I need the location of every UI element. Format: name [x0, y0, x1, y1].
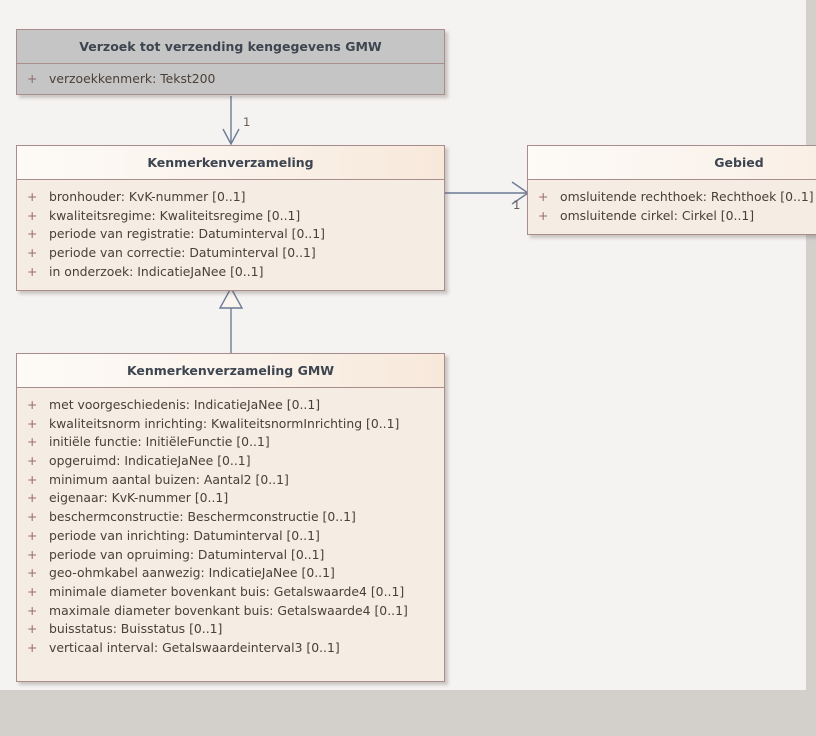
attribute-visibility: +	[27, 189, 38, 204]
uml-class-title: Gebied	[528, 146, 816, 180]
attribute-signature: maximale diameter bovenkant buis: Getals…	[49, 602, 408, 618]
attribute-row: + minimale diameter bovenkant buis: Getal…	[17, 583, 444, 602]
attribute-row: + maximale diameter bovenkant buis: Getal…	[17, 602, 444, 621]
attribute-row: + periode van opruiming: Datuminterval [0…	[17, 546, 444, 565]
attribute-row: + minimum aantal buizen: Aantal2 [0..1]	[17, 471, 444, 490]
uml-class-title: Kenmerkenverzameling GMW	[17, 354, 444, 388]
attribute-row: + buisstatus: Buisstatus [0..1]	[17, 620, 444, 639]
attribute-visibility: +	[538, 189, 549, 204]
attribute-row: + periode van inrichting: Datuminterval […	[17, 527, 444, 546]
uml-class-attributes: + met voorgeschiedenis: IndicatieJaNee [0…	[17, 388, 444, 681]
canvas-right-gutter	[806, 0, 816, 690]
uml-class-attributes: + omsluitende rechthoek: Rechthoek [0..1]…	[528, 180, 816, 234]
attribute-row: + kwaliteitsregime: Kwaliteitsregime [0..…	[17, 207, 444, 226]
attribute-row: + kwaliteitsnorm inrichting: Kwaliteitsno…	[17, 415, 444, 434]
attribute-visibility: +	[27, 397, 38, 412]
attribute-signature: kwaliteitsnorm inrichting: Kwaliteitsnor…	[49, 415, 400, 431]
attribute-signature: kwaliteitsregime: Kwaliteitsregime [0..1…	[49, 207, 301, 223]
attribute-signature: verticaal interval: Getalswaardeinterval…	[49, 639, 340, 655]
uml-class-verzoek[interactable]: Verzoek tot verzending kengegevens GMW +…	[16, 29, 445, 95]
attribute-signature: periode van opruiming: Datuminterval [0.…	[49, 546, 325, 562]
attribute-row: + initiële functie: InitiëleFunctie [0..1…	[17, 433, 444, 452]
attribute-row: + in onderzoek: IndicatieJaNee [0..1]	[17, 263, 444, 282]
attribute-visibility: +	[27, 415, 38, 431]
attribute-visibility: +	[27, 471, 38, 487]
attribute-signature: met voorgeschiedenis: IndicatieJaNee [0.…	[49, 397, 321, 412]
attribute-visibility: +	[27, 263, 38, 279]
connector-generalization-gmw[interactable]	[208, 286, 268, 355]
uml-class-kenmerkenverzameling-gmw[interactable]: Kenmerkenverzameling GMW + met voorgeschi…	[16, 353, 445, 682]
attribute-signature: minimale diameter bovenkant buis: Getals…	[49, 583, 405, 599]
attribute-visibility: +	[27, 71, 38, 86]
attribute-row: + opgeruimd: IndicatieJaNee [0..1]	[17, 452, 444, 471]
attribute-visibility: +	[27, 434, 38, 450]
attribute-signature: in onderzoek: IndicatieJaNee [0..1]	[49, 263, 264, 279]
attribute-visibility: +	[27, 546, 38, 562]
attribute-visibility: +	[538, 207, 549, 223]
attribute-signature: omsluitende cirkel: Cirkel [0..1]	[560, 207, 755, 223]
attribute-row: + periode van registratie: Datuminterval …	[17, 225, 444, 244]
attribute-visibility: +	[27, 565, 38, 581]
multiplicity-gebied-target: 1	[513, 198, 521, 212]
attribute-row: + verticaal interval: Getalswaardeinterva…	[17, 639, 444, 658]
uml-class-attributes: + verzoekkenmerk: Tekst200	[17, 64, 444, 94]
attribute-signature: verzoekkenmerk: Tekst200	[49, 71, 216, 86]
uml-class-title: Kenmerkenverzameling	[17, 146, 444, 180]
attribute-signature: bronhouder: KvK-nummer [0..1]	[49, 189, 246, 204]
attribute-signature: initiële functie: InitiëleFunctie [0..1]	[49, 434, 270, 450]
canvas-bottom-gutter	[0, 690, 816, 736]
multiplicity-verzoek-target: 1	[243, 115, 251, 129]
attribute-visibility: +	[27, 621, 38, 637]
attribute-visibility: +	[27, 527, 38, 543]
attribute-visibility: +	[27, 639, 38, 655]
attribute-signature: omsluitende rechthoek: Rechthoek [0..1]	[560, 189, 814, 204]
attribute-row: + verzoekkenmerk: Tekst200	[17, 70, 444, 89]
attribute-row: + geo-ohmkabel aanwezig: IndicatieJaNee […	[17, 564, 444, 583]
attribute-row: + omsluitende rechthoek: Rechthoek [0..1]	[528, 188, 816, 207]
attribute-row: + omsluitende cirkel: Cirkel [0..1]	[528, 207, 816, 226]
attribute-visibility: +	[27, 490, 38, 506]
attribute-visibility: +	[27, 226, 38, 242]
attribute-visibility: +	[27, 207, 38, 223]
attribute-row: + eigenaar: KvK-nummer [0..1]	[17, 489, 444, 508]
uml-class-title: Verzoek tot verzending kengegevens GMW	[17, 30, 444, 64]
uml-class-gebied[interactable]: Gebied + omsluitende rechthoek: Rechthoek…	[527, 145, 816, 235]
uml-class-kenmerkenverzameling[interactable]: Kenmerkenverzameling + bronhouder: KvK-nu…	[16, 145, 445, 291]
attribute-visibility: +	[27, 509, 38, 525]
attribute-visibility: +	[27, 245, 38, 261]
attribute-row: + periode van correctie: Datuminterval [0…	[17, 244, 444, 263]
attribute-signature: beschermconstructie: Beschermconstructie…	[49, 509, 356, 525]
attribute-signature: minimum aantal buizen: Aantal2 [0..1]	[49, 471, 289, 487]
attribute-visibility: +	[27, 453, 38, 469]
attribute-signature: opgeruimd: IndicatieJaNee [0..1]	[49, 453, 251, 469]
attribute-signature: eigenaar: KvK-nummer [0..1]	[49, 490, 229, 506]
attribute-signature: geo-ohmkabel aanwezig: IndicatieJaNee [0…	[49, 565, 335, 581]
connector-kenmerkenverzameling-to-gebied[interactable]	[444, 178, 534, 208]
attribute-row: + met voorgeschiedenis: IndicatieJaNee [0…	[17, 396, 444, 415]
attribute-row: + beschermconstructie: Beschermconstructi…	[17, 508, 444, 527]
attribute-visibility: +	[27, 602, 38, 618]
attribute-signature: periode van correctie: Datuminterval [0.…	[49, 245, 316, 261]
uml-class-attributes: + bronhouder: KvK-nummer [0..1] + kwalitei…	[17, 180, 444, 290]
attribute-signature: buisstatus: Buisstatus [0..1]	[49, 621, 223, 637]
attribute-signature: periode van registratie: Datuminterval […	[49, 226, 325, 242]
connector-verzoek-to-kenmerkenverzameling[interactable]	[200, 96, 310, 148]
attribute-row: + bronhouder: KvK-nummer [0..1]	[17, 188, 444, 207]
attribute-signature: periode van inrichting: Datuminterval [0…	[49, 527, 320, 543]
attribute-visibility: +	[27, 583, 38, 599]
